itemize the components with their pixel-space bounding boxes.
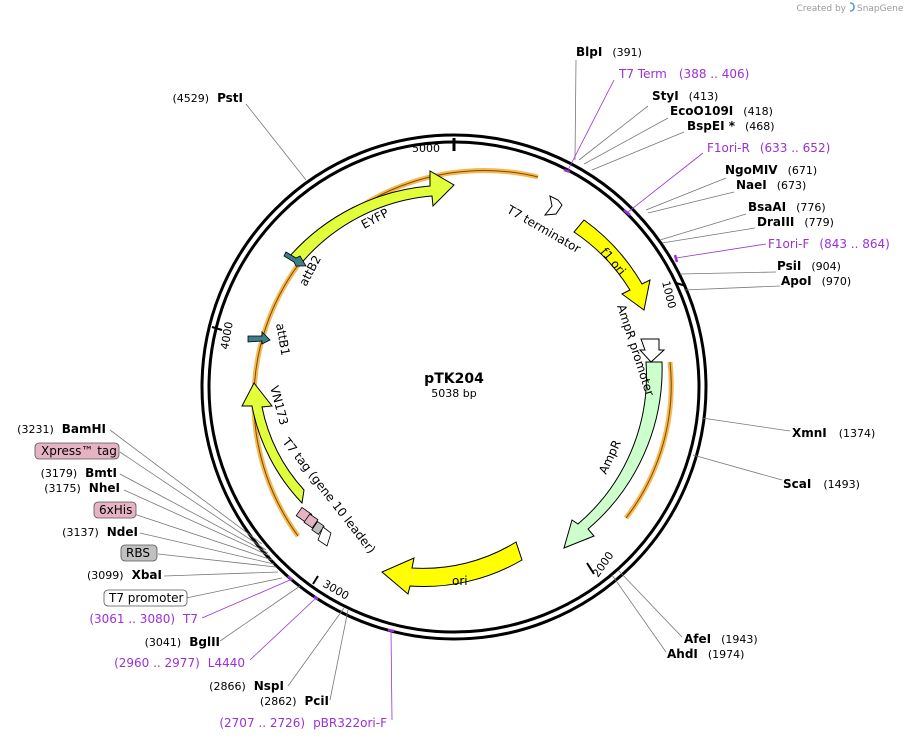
vn173-arrow: [241, 382, 305, 505]
enzyme-ndei: (3137)NdeI: [62, 525, 138, 539]
tick-label-4000: 4000: [218, 321, 236, 351]
enzyme-bmti: (3179)BmtI: [41, 466, 117, 480]
tick-label-3000: 3000: [321, 577, 352, 602]
box-rbs: RBS: [120, 544, 158, 562]
enzyme-xmni: XmnI(1374): [792, 426, 875, 440]
enzyme-pcii: (2862)PciI: [260, 694, 329, 708]
feature-label-t7-terminator: T7 terminator: [504, 202, 583, 256]
orf-arc-left-core: [253, 170, 539, 537]
primer-t7: (3061 .. 3080)T7: [89, 612, 198, 626]
svg-text:Xpress™ tag: Xpress™ tag: [41, 444, 117, 458]
leader-lines-left: [109, 103, 349, 701]
box-t7-promoter: T7 promoter: [103, 589, 188, 607]
orf-arc-right-core: [625, 361, 672, 519]
attb1-arrow: [247, 331, 271, 345]
leader-lines-left-primers: [201, 579, 393, 721]
enzyme-ngomiv: NgoMIV(671): [725, 163, 817, 177]
t7-promoter-arrow: [317, 526, 332, 547]
primer-f1ori-r: F1ori-R(633 .. 652): [707, 141, 830, 155]
t7-terminator-arrow: [543, 195, 563, 216]
leader-lines-right-primers: [567, 79, 767, 259]
box-xpress-tag: Xpress™ tag: [34, 442, 120, 460]
f1-ori-arrow: [573, 219, 651, 311]
ori-arrow: [381, 541, 523, 595]
box-6xhis: 6xHis: [93, 501, 137, 519]
ampr-promoter-arrow: [638, 338, 666, 363]
rbs-box: [311, 521, 325, 535]
enzyme-styi: StyI(413): [652, 89, 718, 103]
feature-label-attb1: attB1: [273, 322, 292, 357]
primer-l4440: (2960 .. 2977)L4440: [114, 656, 245, 670]
backbone-outer: [200, 133, 708, 641]
feature-label-ori: ori: [452, 574, 468, 588]
enzyme-bamhi: (3231)BamHI: [17, 422, 106, 436]
enzyme-ahdi: AhdI(1974): [667, 647, 744, 661]
enzyme-psii: PsiI(904): [777, 259, 841, 273]
enzyme-nhei: (3175)NheI: [44, 481, 120, 495]
svg-text:RBS: RBS: [126, 546, 150, 560]
tick-label-5000: 5000: [412, 142, 440, 155]
plasmid-name: pTK204: [424, 371, 484, 387]
enzyme-apoi: ApoI(970): [781, 274, 851, 288]
attb2-arrow: [283, 251, 307, 267]
enzyme-ecoo109i: EcoO109I(418): [670, 104, 773, 118]
enzyme-scai: ScaI(1493): [783, 477, 860, 491]
enzyme-afei: AfeI(1943): [684, 632, 758, 646]
eyfp-arrow: [288, 170, 455, 267]
svg-text:T7 promoter: T7 promoter: [108, 591, 184, 605]
leader-lines-right: [574, 59, 791, 653]
enzyme-bglii: (3041)BglII: [145, 635, 220, 649]
enzyme-naei: NaeI(673): [736, 178, 806, 192]
plasmid-size: 5038 bp: [431, 387, 476, 400]
credit-brand: SnapGene: [857, 4, 904, 14]
enzyme-draiii: DraIII(779): [757, 215, 834, 229]
enzyme-xbai: (3099)XbaI: [87, 568, 162, 582]
primer-t7-term: T7 Term(388 .. 406): [618, 67, 749, 81]
primer-f1ori-f: F1ori-F(843 .. 864): [768, 237, 890, 251]
enzyme-bspei: BspEI *(468): [687, 119, 775, 133]
snapgene-logo-icon: [849, 2, 855, 12]
enzyme-psti: (4529)PstI: [172, 91, 243, 105]
svg-text:6xHis: 6xHis: [99, 503, 132, 517]
primer-pbr322ori-f: (2707 .. 2726)pBR322ori-F: [219, 716, 387, 730]
tick-marks: [211, 138, 687, 585]
feature-label-ampr: AmpR: [596, 438, 624, 476]
ampr-arrow: [563, 361, 663, 549]
xpress-tag-box: [303, 513, 319, 529]
credit-prefix: Created by: [796, 4, 846, 14]
enzyme-blpi: BlpI(391): [576, 45, 642, 59]
enzyme-bsaai: BsaAI(776): [748, 200, 826, 214]
enzyme-nspi: (2866)NspI: [209, 679, 284, 693]
